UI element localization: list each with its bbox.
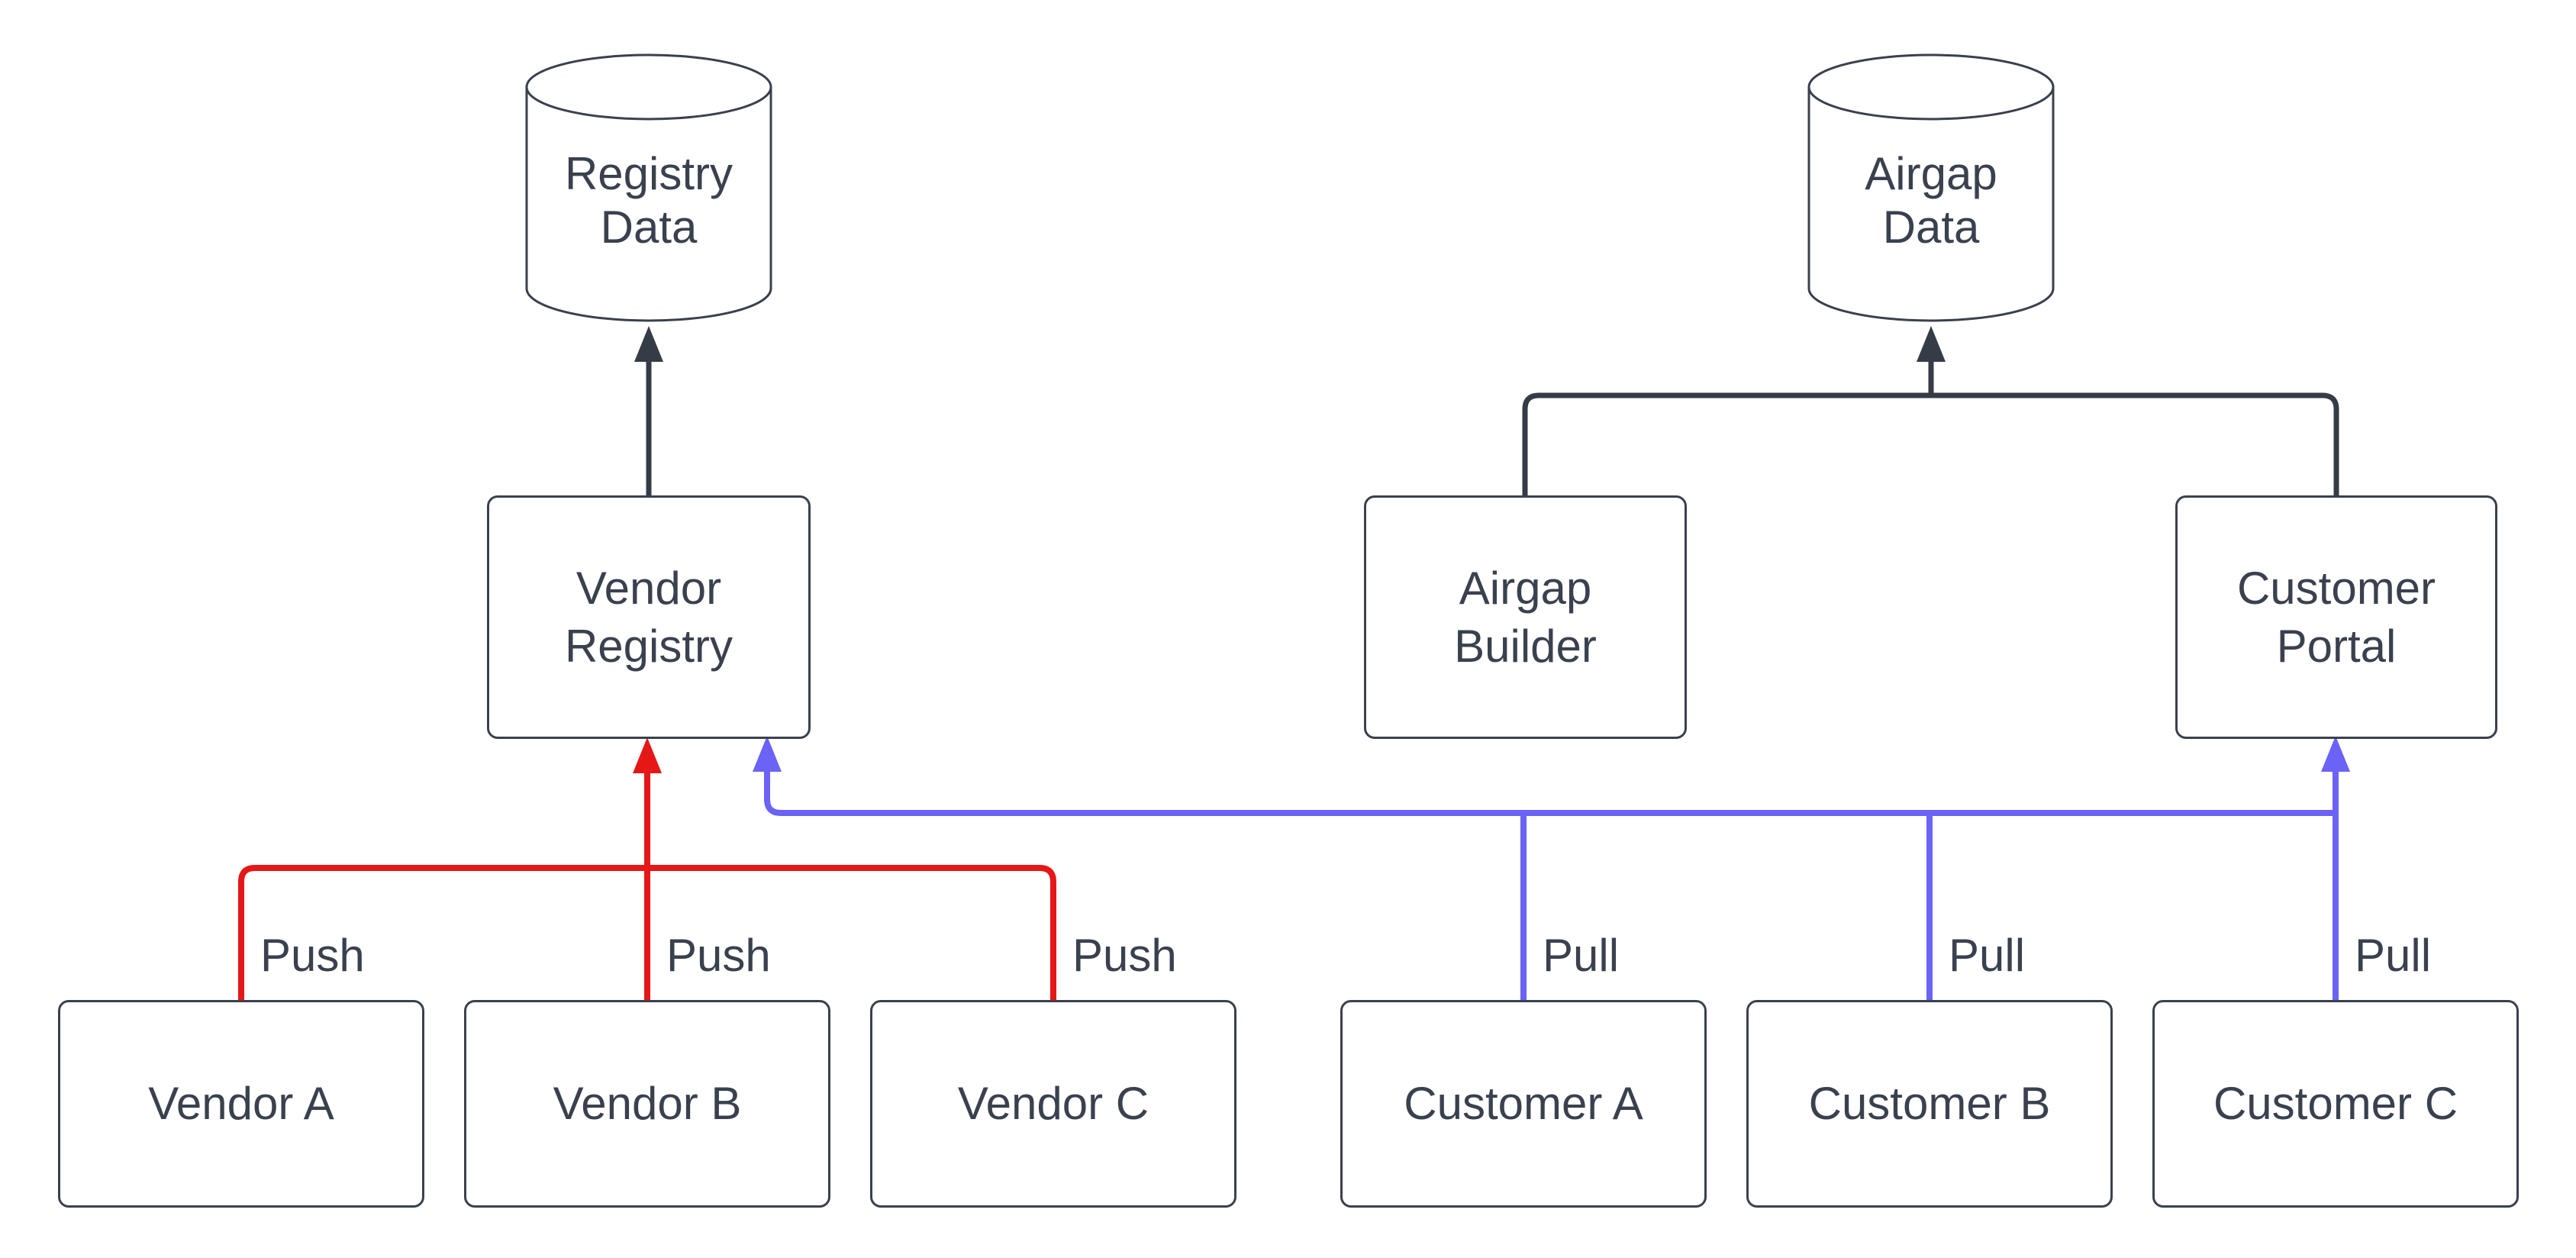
node-label: Data <box>600 202 698 253</box>
edge-label-pull-customer-c: Pull <box>2355 930 2432 981</box>
arrowhead-push-vendor-registry <box>633 737 662 773</box>
arrowhead-airgap-data <box>1917 326 1946 362</box>
node-airgap-data[interactable]: Airgap Data <box>1809 55 2053 322</box>
node-label: Registry <box>564 148 733 199</box>
node-vendor-registry[interactable]: Vendor Registry <box>487 495 811 739</box>
node-label: Vendor A <box>148 1078 334 1129</box>
edge-label-push-vendor-c: Push <box>1072 930 1177 981</box>
edge-pull-bus <box>753 736 2350 1000</box>
registry-data-cylinder <box>525 53 772 322</box>
node-label: Customer A <box>1404 1078 1643 1129</box>
node-label: Builder <box>1454 620 1597 672</box>
node-label: Vendor B <box>553 1078 742 1129</box>
node-customer-b[interactable]: Customer B <box>1746 1000 2113 1208</box>
node-label: Data <box>1882 202 1980 253</box>
edge-label-pull-customer-a: Pull <box>1543 930 1620 981</box>
node-label: Customer <box>2236 562 2436 614</box>
edge-push-bus <box>238 737 1056 1000</box>
edge-vendor-registry-to-registry-data <box>634 326 663 495</box>
node-label: Airgap <box>1459 562 1592 614</box>
arrowhead-pull-customer-portal <box>2321 736 2350 772</box>
node-label: Customer B <box>1808 1078 2051 1129</box>
node-vendor-a[interactable]: Vendor A <box>58 1000 424 1208</box>
node-airgap-builder[interactable]: Airgap Builder <box>1364 495 1687 739</box>
node-label: Vendor C <box>957 1078 1149 1129</box>
edge-label-push-vendor-b: Push <box>666 930 771 981</box>
node-label: Airgap <box>1865 148 1997 199</box>
node-vendor-b[interactable]: Vendor B <box>464 1000 830 1208</box>
node-registry-data[interactable]: Registry Data <box>527 55 771 322</box>
node-label: Customer C <box>2213 1078 2458 1129</box>
edge-label-pull-customer-b: Pull <box>1949 930 2026 981</box>
node-vendor-c[interactable]: Vendor C <box>870 1000 1236 1208</box>
node-customer-a[interactable]: Customer A <box>1340 1000 1707 1208</box>
node-customer-c[interactable]: Customer C <box>2152 1000 2519 1208</box>
node-label: Registry <box>564 620 733 672</box>
node-label: Vendor <box>575 562 722 614</box>
node-customer-portal[interactable]: Customer Portal <box>2175 495 2497 739</box>
arrowhead-registry-data <box>634 326 663 362</box>
edge-label-push-vendor-a: Push <box>260 930 365 981</box>
arrowhead-pull-vendor-registry <box>753 736 782 772</box>
airgap-data-cylinder <box>1807 53 2055 322</box>
edge-airgap-builder-portal-to-airgap-data <box>1522 326 2339 495</box>
node-label: Portal <box>2276 620 2397 672</box>
